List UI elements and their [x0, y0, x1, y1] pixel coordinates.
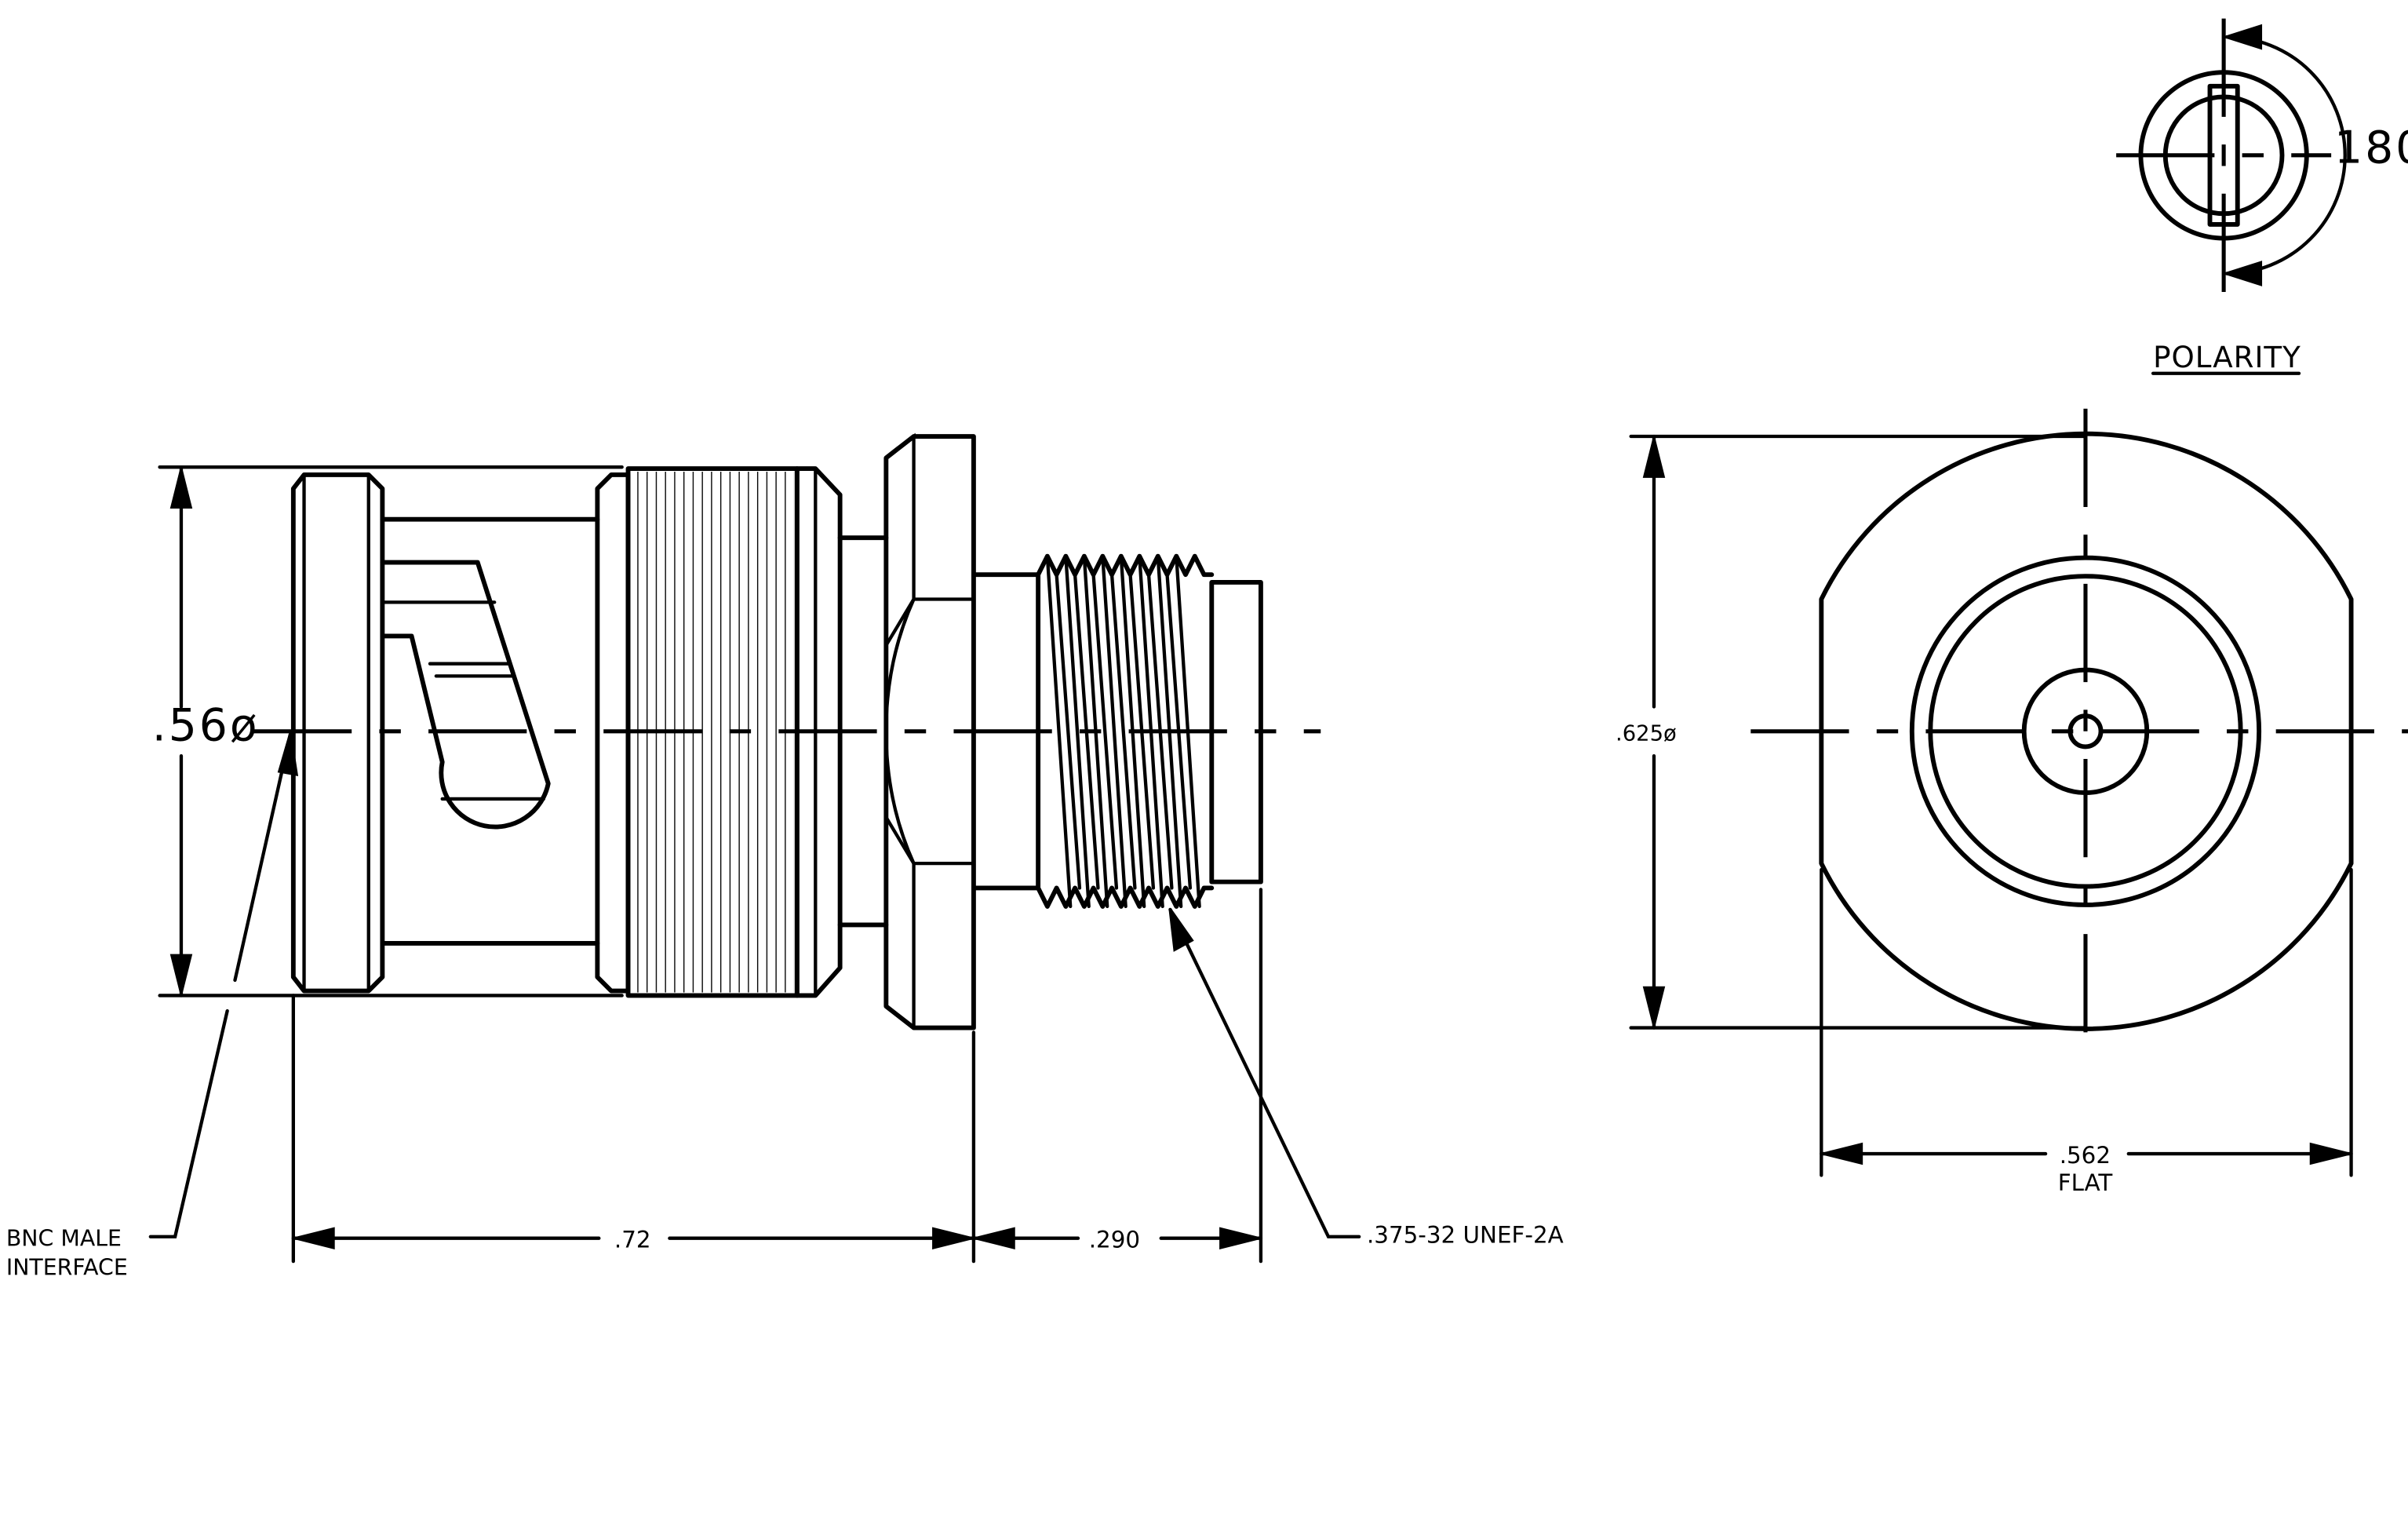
body-diameter-dimension: .56ø	[152, 465, 624, 998]
polarity-rotation-arc	[2224, 35, 2347, 275]
overall-length-dimension: .72	[291, 994, 976, 1264]
overall-length-label: .72	[614, 1226, 651, 1253]
thread-length-dimension: .290	[971, 888, 1263, 1264]
polarity-view: 180° POLARITY	[2116, 18, 2408, 375]
knurl-pattern	[631, 472, 794, 993]
thread-callout-leader: .375-32 UNEF-2A	[1168, 907, 1564, 1249]
end-view: .625ø .562 FLAT	[1616, 408, 2408, 1196]
polarity-title: POLARITY	[2153, 340, 2301, 374]
interface-label-line1: BNC MALE	[6, 1225, 122, 1251]
coupling-nut	[595, 466, 843, 998]
body-diameter-label: .56ø	[152, 700, 260, 752]
polarity-angle-label: 180°	[2334, 122, 2408, 174]
thread-length-label: .290	[1089, 1226, 1140, 1253]
threaded-shank	[971, 553, 1263, 909]
interface-label-line2: INTERFACE	[6, 1255, 128, 1281]
side-view: .56ø .72 .290 .375-32 UNEF-2A	[6, 432, 1564, 1281]
interface-callout-leader: BNC MALE INTERFACE	[6, 732, 299, 1281]
flange-diameter-label: .625ø	[1616, 722, 1677, 746]
thread-callout-label: .375-32 UNEF-2A	[1367, 1222, 1564, 1249]
flat-width-word: FLAT	[2058, 1169, 2114, 1196]
bnc-front-ring	[290, 472, 385, 994]
flange-diameter-dimension: .625ø	[1616, 434, 2088, 1030]
flange-outline	[1819, 431, 2354, 1031]
hex-flange	[883, 432, 976, 1030]
flat-width-value: .562	[2060, 1142, 2111, 1169]
bayonet-body	[380, 516, 600, 946]
flat-width-dimension: .562 FLAT	[1820, 867, 2353, 1196]
